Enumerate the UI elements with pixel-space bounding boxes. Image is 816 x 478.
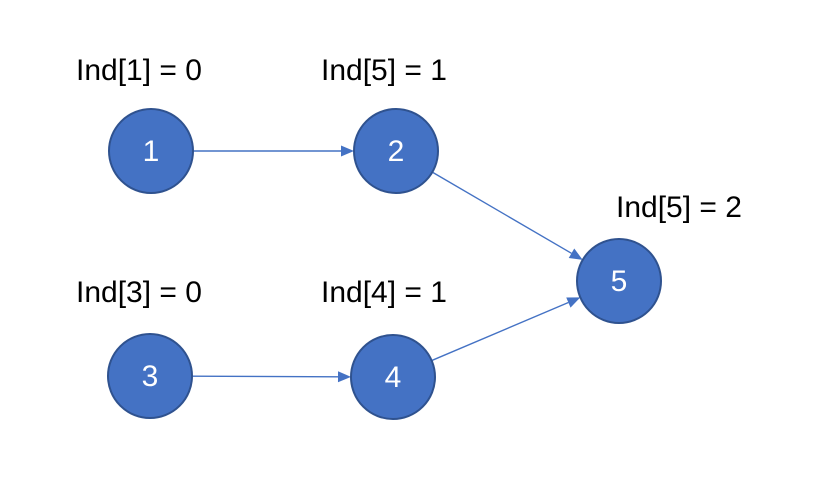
edge-line [191, 375, 339, 378]
edge-line [431, 171, 572, 254]
node-label: 4 [385, 361, 402, 394]
node-label: 3 [142, 360, 159, 393]
node-4: 4 [350, 334, 436, 420]
edge-3-to-4 [191, 371, 352, 383]
nodes-layer: 1 2 3 4 5 [107, 108, 662, 420]
node-circle [350, 334, 436, 420]
edge-2-to-5 [431, 171, 583, 260]
edge-1-to-2 [193, 145, 354, 157]
node-circle [576, 238, 662, 324]
node-label: 1 [143, 135, 160, 168]
node-label: 5 [611, 265, 628, 298]
node-1: 1 [108, 108, 194, 194]
indegree-label-node-3: Ind[3] = 0 [76, 276, 202, 309]
arrow-head-icon [341, 145, 354, 157]
edges-layer [191, 145, 583, 383]
node-circle [107, 333, 193, 419]
node-label: 2 [388, 135, 405, 168]
arrow-head-icon [566, 297, 581, 308]
edge-4-to-5 [431, 297, 581, 362]
node-2: 2 [353, 108, 439, 194]
indegree-label-node-2: Ind[5] = 1 [321, 54, 447, 87]
indegree-labels-layer: Ind[1] = 0 Ind[5] = 1 Ind[3] = 0 Ind[4] = 1… [76, 54, 742, 309]
edge-line [431, 301, 569, 362]
node-circle [108, 108, 194, 194]
node-3: 3 [107, 333, 193, 419]
indegree-label-node-1: Ind[1] = 0 [76, 54, 202, 87]
node-circle [353, 108, 439, 194]
node-5: 5 [576, 238, 662, 324]
indegree-label-node-5: Ind[5] = 2 [616, 191, 742, 224]
arrow-head-icon [568, 248, 583, 260]
arrow-head-icon [337, 371, 352, 383]
indegree-label-node-4: Ind[4] = 1 [321, 276, 447, 309]
